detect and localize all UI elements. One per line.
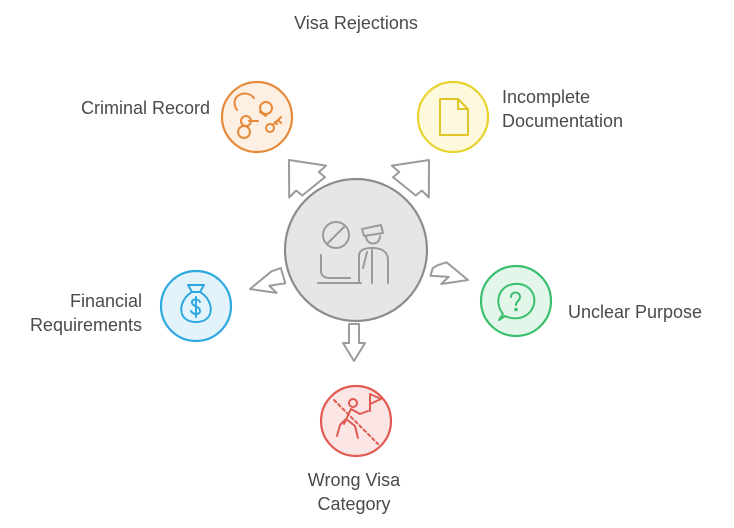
center-hub [283,177,429,323]
node-unclear-purpose [479,264,553,338]
label-line: Documentation [502,111,624,131]
arrow-to-criminal-record [288,159,328,199]
node-wrong-visa-category [319,384,393,458]
label-criminal-record: Criminal Record [81,96,210,120]
label-line: Requirements [29,315,142,335]
arrow-to-unclear-purpose [429,261,469,285]
label-unclear-purpose: Unclear Purpose [568,300,702,324]
label-incomplete-documentation: Incomplete Documentation [502,85,623,133]
label-wrong-visa-category: Wrong Visa Category [254,468,454,516]
label-financial-requirements: Financial Requirements [30,289,142,337]
node-criminal-record [220,80,294,154]
connector-arrows [249,159,469,362]
handcuffs-key-icon [233,92,282,139]
label-line: Financial [69,291,142,311]
money-bag-icon [180,284,212,323]
question-bubble-icon [497,282,536,321]
label-line: Incomplete [502,87,591,107]
label-line: Unclear Purpose [568,302,703,322]
label-line: Wrong Visa [307,470,401,490]
document-icon [439,98,469,136]
label-line: Criminal Record [80,98,210,118]
diagram-title: Visa Rejections [294,13,418,33]
arrow-to-financial-requirements [249,267,287,294]
node-financial-requirements [159,269,233,343]
node-incomplete-documentation [416,80,490,154]
crossed-hiker-icon [333,393,382,445]
officer-rejecting-icon [317,221,389,284]
arrow-to-incomplete-documentation [390,159,430,199]
label-line: Category [317,494,391,514]
arrow-to-wrong-visa-category [342,323,366,362]
